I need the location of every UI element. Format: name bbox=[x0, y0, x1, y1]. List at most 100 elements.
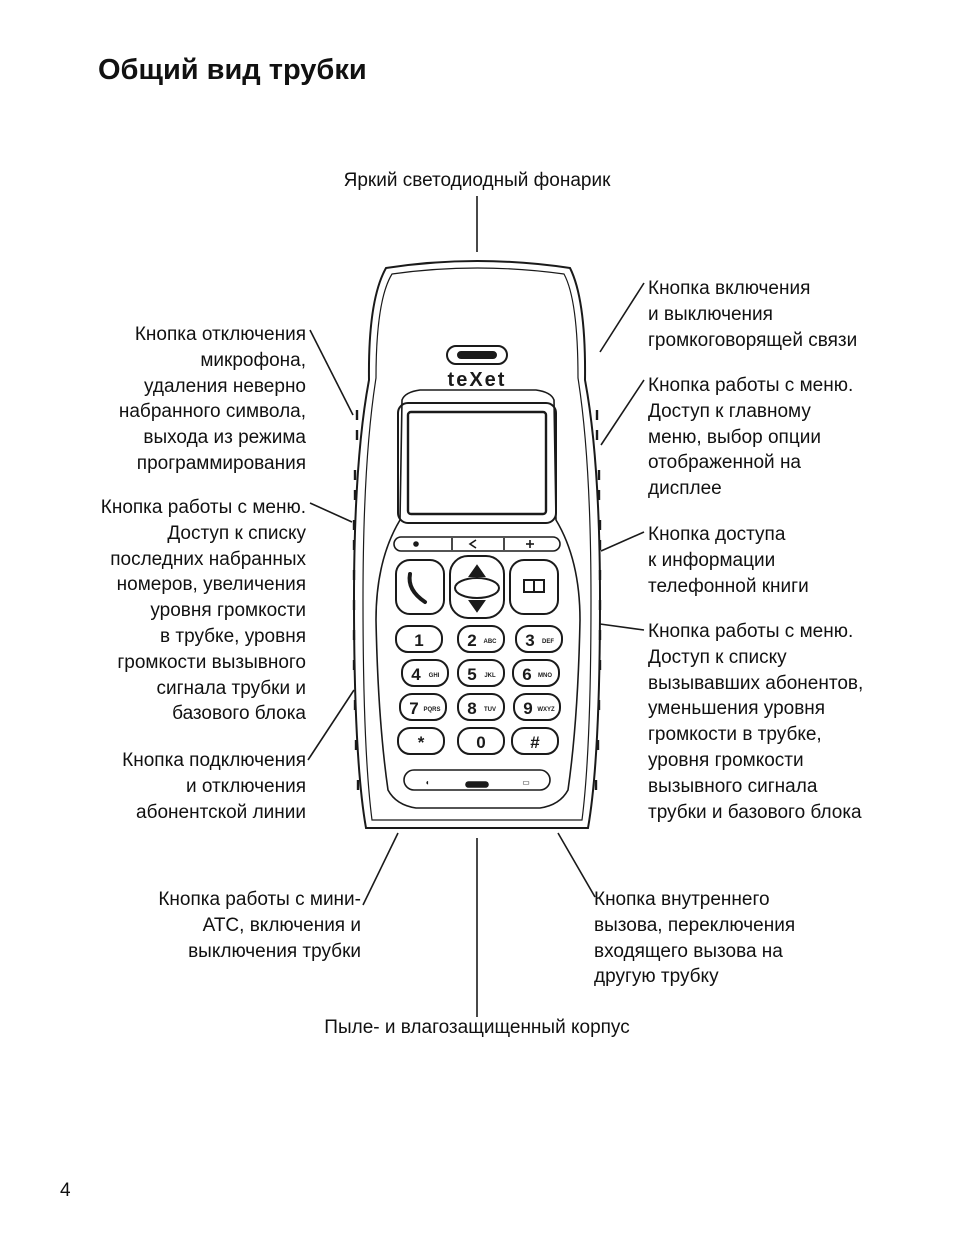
key-9[interactable]: 9 WXYZ bbox=[513, 693, 561, 721]
callout-line: Кнопка подключения bbox=[122, 750, 306, 771]
display-screen bbox=[397, 402, 557, 524]
callout-line: удаления неверно bbox=[144, 375, 306, 397]
callout-line: вызова, переключения bbox=[594, 914, 796, 936]
callout-line: Кнопка работы с меню. bbox=[100, 497, 306, 518]
key-2[interactable]: 2 ABC bbox=[457, 625, 505, 653]
callout-line: номеров, увеличения bbox=[116, 574, 306, 596]
leader-pbx bbox=[362, 832, 399, 906]
callout-line: базового блока bbox=[172, 703, 306, 725]
key-1[interactable]: 1 bbox=[395, 625, 443, 653]
callout-line: отображенной на bbox=[648, 452, 802, 474]
callout-line: Яркий светодиодный фонарик bbox=[343, 170, 611, 191]
callout-menu-right: Кнопка работы с меню. Доступ к списку вызы… bbox=[648, 619, 863, 825]
leader-internal bbox=[557, 832, 596, 898]
leader-speaker bbox=[599, 282, 645, 353]
key-digit: 9 bbox=[523, 699, 532, 718]
callout-line: Кнопка включения bbox=[648, 278, 811, 299]
callout-phonebook: Кнопка доступа к информации телефонной кни… bbox=[648, 522, 809, 599]
page-number: 4 bbox=[60, 1180, 71, 1201]
callout-line: Кнопка работы с меню. bbox=[648, 621, 854, 642]
key-letters: PQRS bbox=[423, 707, 440, 713]
callout-line: выключения трубки bbox=[188, 940, 361, 962]
callout-flashlight: Яркий светодиодный фонарик bbox=[344, 168, 611, 194]
navigation-key-icon bbox=[449, 555, 505, 619]
phonebook-key-icon bbox=[509, 559, 559, 615]
callout-main-menu: Кнопка работы с меню. Доступ к главному ме… bbox=[648, 373, 853, 502]
page-title: Общий вид трубки bbox=[98, 54, 367, 86]
callout-line: микрофона, bbox=[200, 349, 306, 371]
key-digit: 5 bbox=[467, 665, 476, 684]
callout-line: Кнопка внутреннего bbox=[594, 889, 770, 910]
callout-line: к информации bbox=[648, 549, 776, 571]
leader-menu-main bbox=[600, 379, 645, 446]
key-letters: WXYZ bbox=[537, 707, 555, 713]
callout-housing: Пыле- и влагозащищенный корпус bbox=[324, 1015, 629, 1041]
key-letters: TUV bbox=[484, 707, 496, 713]
side-grip bbox=[352, 410, 602, 790]
callout-line: и выключения bbox=[648, 303, 773, 325]
svg-text:◐: ◐ bbox=[426, 778, 431, 787]
key-letters: GHI bbox=[429, 673, 440, 679]
callout-line: АТС, включения и bbox=[202, 914, 361, 936]
callout-line: Доступ к списку bbox=[648, 646, 787, 668]
key-digit: * bbox=[418, 733, 425, 752]
key-digit: 0 bbox=[476, 733, 485, 752]
talk-key-icon bbox=[395, 559, 445, 615]
callout-line: сигнала трубки и bbox=[156, 677, 306, 699]
callout-line: входящего вызова на bbox=[594, 940, 783, 962]
callout-line: программирования bbox=[136, 452, 306, 474]
key-digit: 1 bbox=[414, 631, 423, 650]
callout-line: в трубке, уровня bbox=[160, 625, 306, 647]
callout-line: Кнопка работы с мини- bbox=[158, 889, 361, 910]
callout-line: набранного символа, bbox=[118, 401, 306, 423]
key-0[interactable]: 0 bbox=[457, 727, 505, 755]
callout-line: последних набранных bbox=[110, 548, 306, 570]
callout-pbx-button: Кнопка работы с мини- АТС, включения и вык… bbox=[158, 887, 361, 964]
leader-mute bbox=[309, 329, 354, 416]
callout-line: уровня громкости bbox=[648, 749, 804, 771]
callout-line: Доступ к главному bbox=[648, 400, 811, 422]
callout-line: Кнопка работы с меню. bbox=[648, 375, 854, 396]
key-letters: ABC bbox=[484, 639, 498, 645]
key-digit: 3 bbox=[525, 631, 534, 650]
callout-menu-left: Кнопка работы с меню. Доступ к списку посл… bbox=[101, 495, 306, 727]
leader-menu-right bbox=[599, 623, 645, 631]
earpiece bbox=[446, 345, 508, 365]
key-digit: 6 bbox=[522, 665, 531, 684]
brand-logo: teXet bbox=[448, 369, 507, 391]
key-5[interactable]: 5 JKL bbox=[457, 659, 505, 687]
key-7[interactable]: 7 PQRS bbox=[399, 693, 447, 721]
callout-internal-call: Кнопка внутреннего вызова, переключения вх… bbox=[594, 887, 795, 990]
callout-line: вызывного сигнала bbox=[648, 775, 818, 797]
key-digit: 2 bbox=[467, 631, 476, 650]
key-star[interactable]: * bbox=[397, 727, 445, 755]
callout-line: трубки и базового блока bbox=[648, 801, 862, 823]
handset-body bbox=[352, 260, 602, 829]
callout-line: и отключения bbox=[185, 775, 306, 797]
key-digit: 7 bbox=[409, 699, 418, 718]
key-letters: JKL bbox=[484, 673, 496, 679]
callout-line: Пыле- и влагозащищенный корпус bbox=[324, 1017, 630, 1038]
key-digit: # bbox=[530, 733, 540, 752]
callout-line: меню, выбор опции bbox=[648, 426, 821, 448]
bottom-key-bar: ◐ ▭ bbox=[403, 769, 551, 791]
callout-line: абонентской линии bbox=[136, 801, 306, 823]
callout-line: вызывавших абонентов, bbox=[648, 672, 864, 694]
callout-line-button: Кнопка подключения и отключения абонентско… bbox=[122, 748, 306, 825]
softkey-bar bbox=[393, 536, 561, 552]
callout-line: Доступ к списку bbox=[167, 522, 306, 544]
callout-line: телефонной книги bbox=[648, 575, 809, 597]
callout-line: Кнопка доступа bbox=[648, 524, 786, 545]
callout-line: уменьшения уровня bbox=[648, 698, 826, 720]
callout-line: громкости вызывного bbox=[117, 651, 306, 673]
leader-phonebook bbox=[600, 531, 645, 552]
callout-line: выхода из режима bbox=[143, 427, 306, 449]
key-hash[interactable]: # bbox=[511, 727, 559, 755]
